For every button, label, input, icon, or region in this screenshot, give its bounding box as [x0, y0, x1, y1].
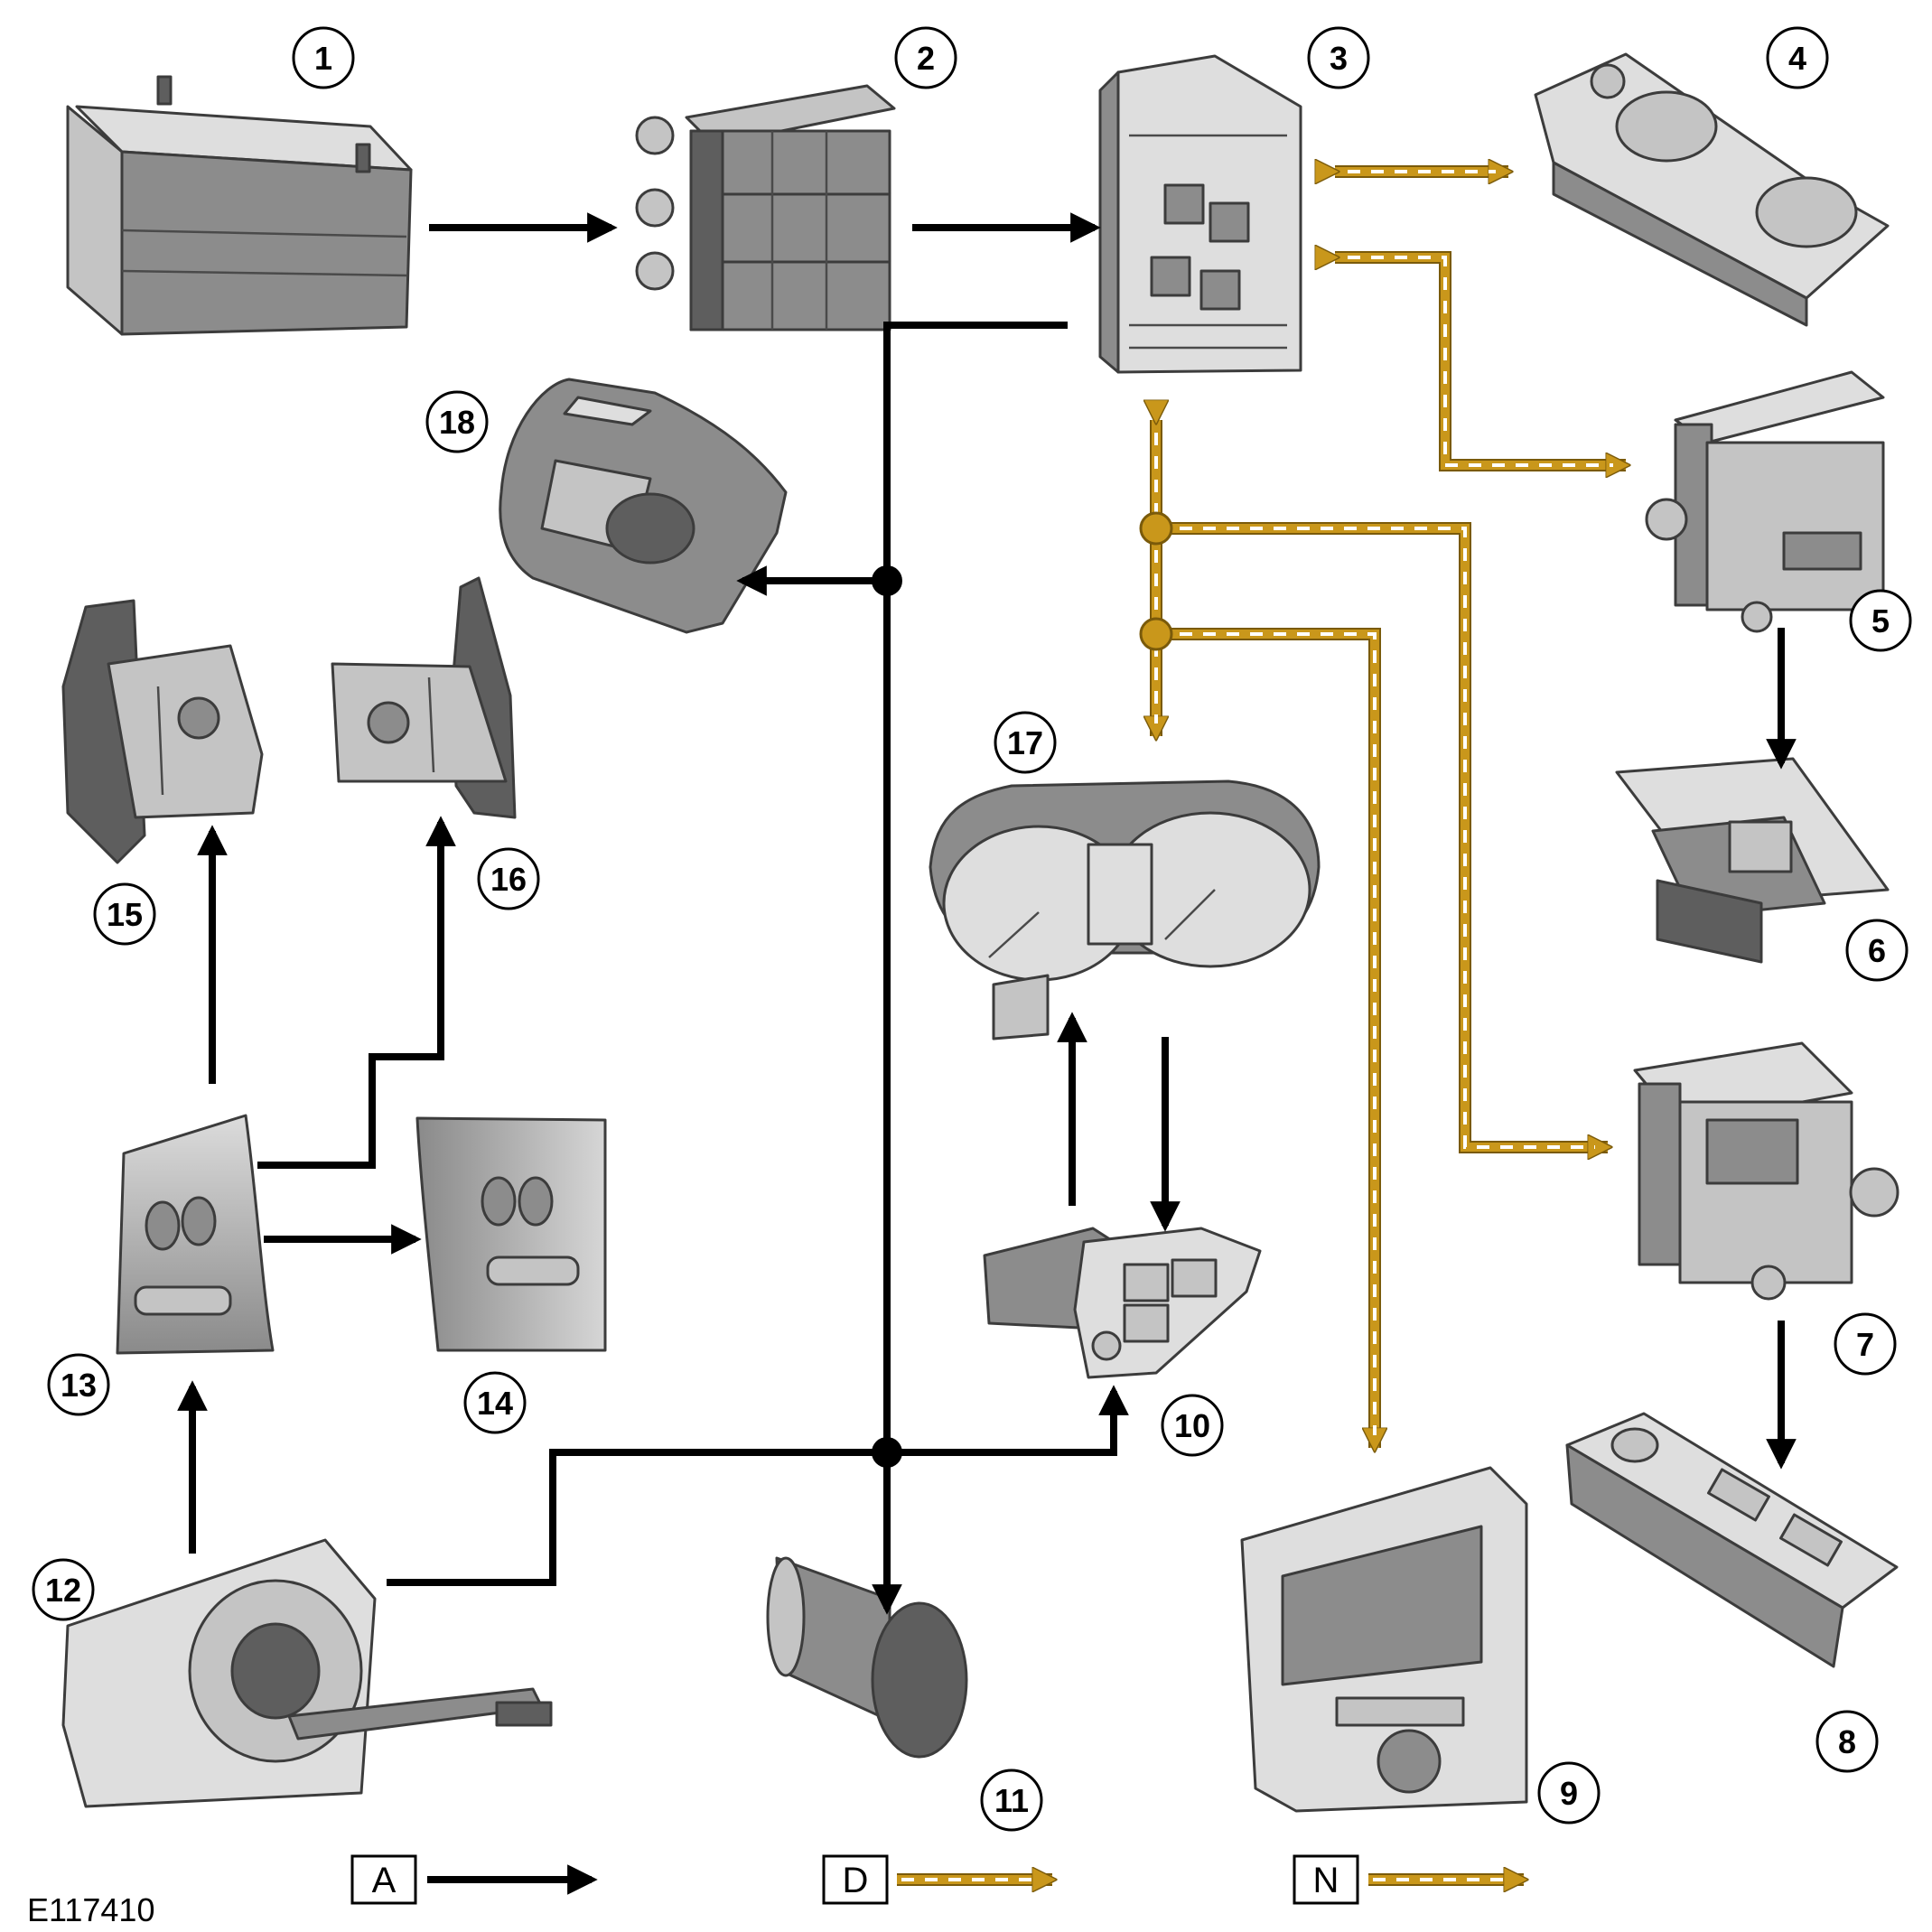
control-module-icon	[1633, 1041, 1899, 1301]
svg-text:5: 5	[1871, 602, 1890, 639]
push-button-switch-icon	[766, 1556, 968, 1759]
clockspring-icon	[61, 1538, 553, 1808]
instrument-cluster-icon	[929, 779, 1321, 1041]
svg-text:1: 1	[314, 40, 332, 77]
legend-key-d: D	[822, 1854, 889, 1905]
callout-8: 8	[1815, 1710, 1879, 1773]
figure-id: E117410	[27, 1891, 154, 1928]
callout-9: 9	[1537, 1761, 1601, 1825]
callout-17: 17	[994, 711, 1057, 774]
window-switch-pack-icon	[1565, 1412, 1899, 1668]
svg-text:12: 12	[45, 1572, 81, 1609]
svg-text:N: N	[1313, 1861, 1339, 1900]
paddle-shifter-right-icon	[331, 576, 517, 819]
wire-13-to-16	[257, 816, 456, 1169]
callout-7: 7	[1834, 1312, 1897, 1376]
legend-key-n: N	[1293, 1854, 1359, 1905]
callout-16: 16	[477, 847, 540, 910]
callout-4: 4	[1766, 26, 1829, 89]
hardwired-connections	[177, 212, 1797, 1615]
svg-text:18: 18	[439, 404, 475, 441]
overhead-console-icon	[499, 378, 788, 634]
svg-text:4: 4	[1788, 40, 1806, 77]
switch-pod-icon	[983, 1227, 1262, 1379]
callout-2: 2	[894, 26, 957, 89]
steering-wheel-switch-left-icon	[116, 1114, 275, 1355]
svg-text:10: 10	[1174, 1407, 1210, 1444]
window-switch-icon	[1615, 757, 1890, 964]
callout-11: 11	[980, 1769, 1043, 1832]
callout-1: 1	[292, 26, 355, 89]
data-bus-connections	[1156, 172, 1626, 1448]
svg-text:A: A	[372, 1861, 397, 1900]
svg-text:15: 15	[107, 896, 143, 933]
touch-screen-display-icon	[1240, 1466, 1528, 1813]
callout-15: 15	[93, 882, 156, 946]
wire-3-trunk	[883, 322, 1068, 1452]
paddle-shifter-left-icon	[61, 599, 264, 864]
hardwired-splice	[872, 1437, 902, 1468]
steering-wheel-switch-right-icon	[415, 1116, 607, 1352]
data-bus-splice	[1139, 511, 1173, 546]
control-panel-icon	[1534, 52, 1890, 327]
callout-10: 10	[1161, 1394, 1224, 1457]
callout-3: 3	[1307, 26, 1370, 89]
megafuse-block-icon	[635, 84, 896, 331]
battery-icon	[66, 75, 413, 336]
svg-text:11: 11	[994, 1782, 1029, 1819]
control-module-icon	[1645, 370, 1885, 633]
callout-12: 12	[32, 1558, 95, 1621]
svg-text:8: 8	[1838, 1723, 1856, 1760]
svg-text:7: 7	[1856, 1326, 1874, 1363]
svg-text:D: D	[843, 1861, 869, 1900]
fuse-box-icon	[1098, 54, 1302, 374]
svg-text:16: 16	[490, 861, 527, 898]
wire-12-to-10	[387, 1385, 1129, 1586]
legend: A D N	[350, 1854, 1524, 1905]
hardwired-splice	[872, 565, 902, 596]
svg-text:2: 2	[917, 40, 935, 77]
svg-text:17: 17	[1007, 724, 1043, 761]
svg-text:3: 3	[1330, 40, 1348, 77]
svg-text:9: 9	[1560, 1775, 1578, 1812]
callout-18: 18	[425, 390, 489, 453]
callout-13: 13	[47, 1353, 110, 1416]
legend-key-a: A	[350, 1854, 417, 1905]
svg-text:6: 6	[1868, 932, 1886, 969]
svg-text:14: 14	[477, 1385, 513, 1422]
callout-14: 14	[463, 1371, 527, 1434]
callout-6: 6	[1845, 919, 1909, 982]
svg-text:13: 13	[61, 1367, 97, 1404]
data-bus-splice	[1139, 617, 1173, 651]
callout-5: 5	[1849, 589, 1912, 652]
